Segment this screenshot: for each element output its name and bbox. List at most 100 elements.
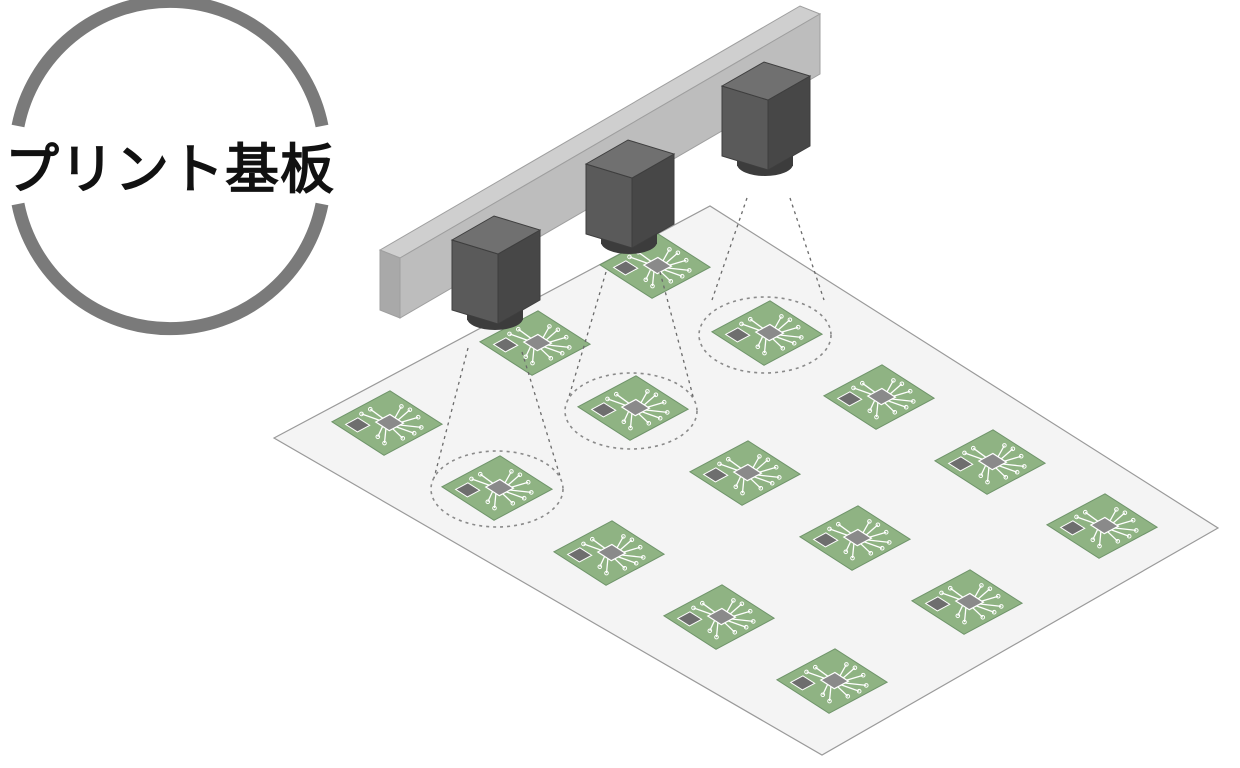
trace-pad xyxy=(621,534,626,539)
trace-pad xyxy=(827,698,832,704)
board-trace xyxy=(1084,511,1099,522)
trace-pad xyxy=(687,268,692,273)
board-trace xyxy=(891,398,914,403)
small-chip xyxy=(702,467,729,483)
board-trace xyxy=(781,326,799,333)
board-trace xyxy=(621,554,644,559)
board-trace xyxy=(547,344,570,349)
camera-top xyxy=(450,215,542,255)
pcb-board xyxy=(330,390,444,456)
trace-pad xyxy=(787,317,793,323)
inspection-ring xyxy=(430,450,564,528)
trace-pad xyxy=(597,564,603,570)
rail-end xyxy=(379,249,401,319)
board-trace xyxy=(517,328,532,339)
inspection-rings-layer xyxy=(430,296,832,528)
board-trace xyxy=(731,618,754,623)
board-trace xyxy=(607,398,626,406)
trace-pad xyxy=(547,324,552,329)
trace-pad xyxy=(907,388,913,394)
board-trace xyxy=(999,465,1018,473)
trace-pad xyxy=(627,254,632,260)
trace-pad xyxy=(529,490,534,495)
board-trace xyxy=(1004,455,1022,462)
board-trace xyxy=(867,539,890,544)
pcb-board xyxy=(775,648,889,714)
trace-pad xyxy=(700,600,705,606)
board-trace xyxy=(779,334,802,339)
trace-pad xyxy=(995,593,1001,599)
trace-pad xyxy=(845,694,851,699)
board-trace xyxy=(837,523,852,534)
board-trace xyxy=(733,610,751,617)
trace-pad xyxy=(563,334,569,340)
trace-pad xyxy=(740,490,745,496)
board-trace xyxy=(605,558,609,574)
trace-pad xyxy=(732,630,738,635)
trace-pad xyxy=(804,669,809,675)
trace-pad xyxy=(668,279,674,284)
board-trace xyxy=(647,401,665,408)
title-ring xyxy=(11,0,329,336)
trace-pad xyxy=(1002,443,1007,448)
board-trace xyxy=(1002,463,1025,468)
board-trace xyxy=(369,408,384,419)
board-trace xyxy=(531,348,535,364)
trace-pad xyxy=(1018,453,1024,459)
trace-pad xyxy=(891,378,896,383)
board-trace xyxy=(383,428,387,444)
trace-pad xyxy=(939,590,944,596)
trace-pad xyxy=(733,484,739,490)
trace-pad xyxy=(852,665,858,671)
trace-pad xyxy=(521,495,527,501)
board-trace xyxy=(741,323,760,331)
trace-pad xyxy=(604,570,609,576)
trace-pad xyxy=(813,664,818,670)
board-trace xyxy=(361,413,380,421)
trace-pad xyxy=(962,450,967,456)
trace-pad xyxy=(743,624,749,630)
trace-pad xyxy=(799,335,804,340)
board-trace xyxy=(972,447,987,458)
trace-pad xyxy=(731,598,736,603)
board-trace xyxy=(851,543,855,559)
title-ring-top-arc xyxy=(11,0,329,128)
trace-pad xyxy=(621,419,627,425)
trace-pad xyxy=(864,683,869,688)
trace-pad xyxy=(679,273,685,279)
trace-pad xyxy=(530,360,535,366)
trace-pad xyxy=(726,456,731,462)
trace-pad xyxy=(987,586,993,592)
pcb-board xyxy=(822,364,936,430)
trace-pad xyxy=(1014,469,1020,475)
board-trace xyxy=(545,329,559,341)
board-trace xyxy=(844,682,867,687)
board-trace xyxy=(776,336,795,344)
board-trace xyxy=(643,394,657,406)
board-trace xyxy=(493,493,497,509)
pcb-board xyxy=(576,375,690,441)
board-trace xyxy=(1112,512,1126,524)
pcb-board xyxy=(1045,493,1159,559)
camera xyxy=(720,61,812,176)
trace-pad xyxy=(1122,510,1128,516)
camera-top xyxy=(584,139,676,179)
board-trace xyxy=(637,251,652,262)
trace-pad xyxy=(629,537,635,543)
trace-pad xyxy=(762,350,767,356)
trace-pad xyxy=(903,404,909,410)
trace-pad xyxy=(478,471,483,477)
title-label: プリント基板 xyxy=(5,138,335,201)
trace-pad xyxy=(827,526,832,532)
pcb-board xyxy=(933,429,1047,495)
trace-pad xyxy=(507,331,512,337)
camera xyxy=(450,215,542,330)
small-chip xyxy=(812,532,839,548)
small-chip xyxy=(492,337,519,353)
trace-pad xyxy=(850,555,855,561)
board-trace xyxy=(583,543,602,551)
board-trace xyxy=(471,478,490,486)
pcb-board xyxy=(710,300,824,366)
board-trace xyxy=(729,603,743,615)
board-trace xyxy=(865,524,879,536)
